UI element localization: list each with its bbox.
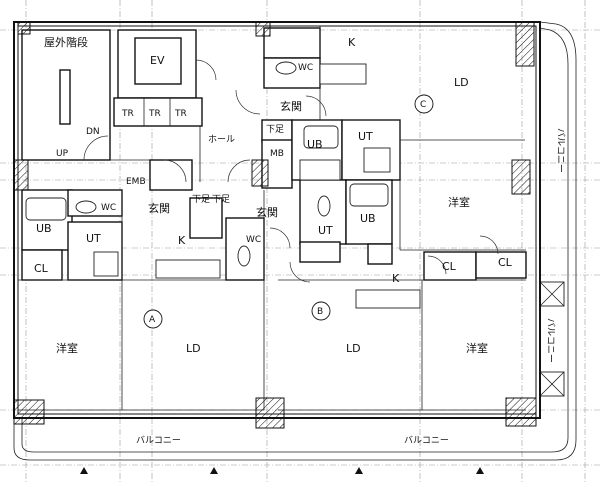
label-k-top: K	[348, 36, 356, 49]
label-youshitsu-a: 洋室	[56, 341, 78, 355]
label-genkan-top: 玄関	[280, 99, 302, 113]
label-shoe-2: 下足	[192, 194, 210, 205]
balcony-label-right-top: バルコニー	[555, 128, 566, 173]
label-shoe-3: 下足	[212, 194, 230, 205]
label-tr-3: TR	[174, 109, 187, 119]
label-ld-b: LD	[346, 342, 361, 355]
label-ld-top: LD	[454, 76, 469, 89]
balcony-label-bottom-left: バルコニー	[136, 435, 181, 446]
marker-c-text: C	[420, 100, 426, 110]
label-wc-top: WC	[298, 63, 313, 73]
marker-b-text: B	[317, 307, 323, 317]
label-cl-b1: CL	[442, 260, 457, 273]
door-swings	[83, 59, 499, 283]
label-youshitsu-b: 洋室	[466, 341, 488, 355]
structural-columns	[13, 21, 537, 429]
label-ub-b: UB	[360, 212, 376, 225]
label-wc-a: WC	[246, 235, 261, 245]
label-tr-2: TR	[148, 109, 161, 119]
label-shoe-1: 下足	[266, 124, 284, 135]
label-hall: ホール	[208, 134, 235, 145]
label-cl-left: CL	[34, 262, 49, 275]
label-up: UP	[56, 149, 69, 159]
label-stairs: 屋外階段	[44, 35, 88, 49]
label-mb: MB	[270, 149, 284, 159]
balcony-label-right-bottom: バルコニー	[545, 318, 556, 363]
label-youshitsu-right: 洋室	[448, 195, 470, 209]
label-ut-b: UT	[318, 224, 333, 237]
label-cl-b2: CL	[498, 256, 513, 269]
label-ub-top: UB	[307, 138, 323, 151]
label-ev: EV	[150, 54, 165, 67]
label-genkan-b: 玄関	[256, 205, 278, 219]
label-genkan-a: 玄関	[148, 201, 170, 215]
label-emb: EMB	[126, 177, 146, 187]
unit-marker-c	[414, 94, 434, 114]
label-k-b: K	[392, 272, 400, 285]
label-ub-left: UB	[36, 222, 52, 235]
label-tr-1: TR	[121, 109, 134, 119]
label-ut-top: UT	[358, 130, 373, 143]
marker-a-text: A	[149, 315, 156, 325]
balcony-labels: バルコニー バルコニー バルコニー バルコニー	[136, 128, 566, 446]
label-dn: DN	[86, 127, 100, 137]
room-labels: 屋外階段 EV TR TR TR DN UP ホール MB EMB 下足 下足 …	[34, 35, 513, 355]
bath-fixtures	[25, 61, 421, 309]
unit-markers	[143, 94, 434, 329]
label-ut-left: UT	[86, 232, 101, 245]
label-k-a: K	[178, 234, 186, 247]
label-ld-a: LD	[186, 342, 201, 355]
balcony-label-bottom-right: バルコニー	[404, 435, 449, 446]
balcony-outline	[13, 21, 577, 461]
section-markers	[80, 467, 484, 474]
label-wc-left: WC	[101, 203, 116, 213]
unit-marker-b	[311, 301, 331, 321]
unit-marker-a	[143, 309, 163, 329]
